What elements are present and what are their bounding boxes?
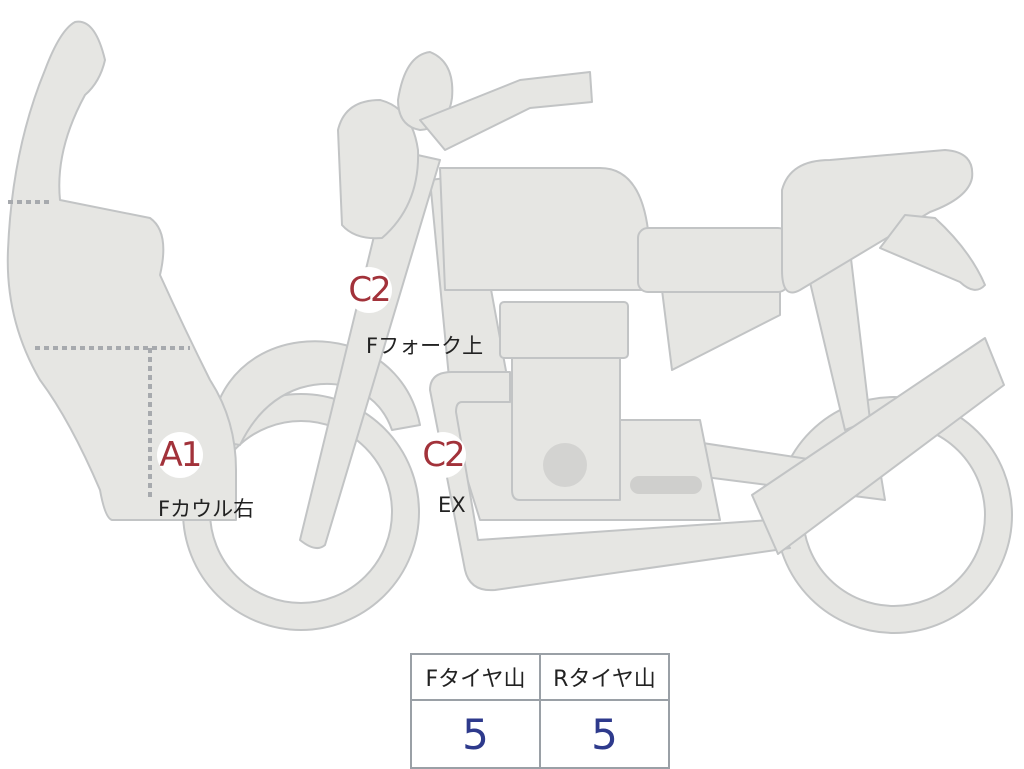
engine-cover xyxy=(543,443,587,487)
damage-marker-ffork-upper[interactable]: C2 xyxy=(346,267,392,313)
front-fork xyxy=(299,149,441,550)
engine-head xyxy=(499,301,629,359)
side-cover xyxy=(661,289,781,371)
part-label-exhaust: EX xyxy=(438,493,466,517)
part-label-ffork-upper: Fフォーク上 xyxy=(366,334,484,358)
damage-marker-exhaust[interactable]: C2 xyxy=(420,432,466,478)
handlebar xyxy=(419,71,593,151)
engine-block xyxy=(511,357,621,501)
damage-marker-fcowl-right[interactable]: A1 xyxy=(157,432,203,478)
meter xyxy=(397,51,454,131)
rear-tire-tread-value: 5 xyxy=(539,699,670,769)
damage-code: C2 xyxy=(348,270,391,310)
exhaust-pipe xyxy=(429,371,791,592)
tail-cowl xyxy=(879,214,986,291)
front-tire-tread-value: 5 xyxy=(410,699,541,769)
front-cowl xyxy=(6,20,237,521)
headlight xyxy=(337,99,420,240)
seat-rear xyxy=(781,149,974,294)
footpeg xyxy=(630,476,702,494)
tire-tread-table: Fタイヤ山 Rタイヤ山 5 5 xyxy=(410,653,670,769)
fuel-tank xyxy=(439,167,651,291)
seat-front xyxy=(637,227,789,293)
rear-tire-tread-label: Rタイヤ山 xyxy=(539,653,670,701)
damage-code: C2 xyxy=(422,435,465,475)
damage-code: A1 xyxy=(159,435,203,475)
front-tire-tread-label: Fタイヤ山 xyxy=(410,653,541,701)
part-label-fcowl-right: Fカウル右 xyxy=(158,497,255,521)
muffler xyxy=(751,337,1005,555)
